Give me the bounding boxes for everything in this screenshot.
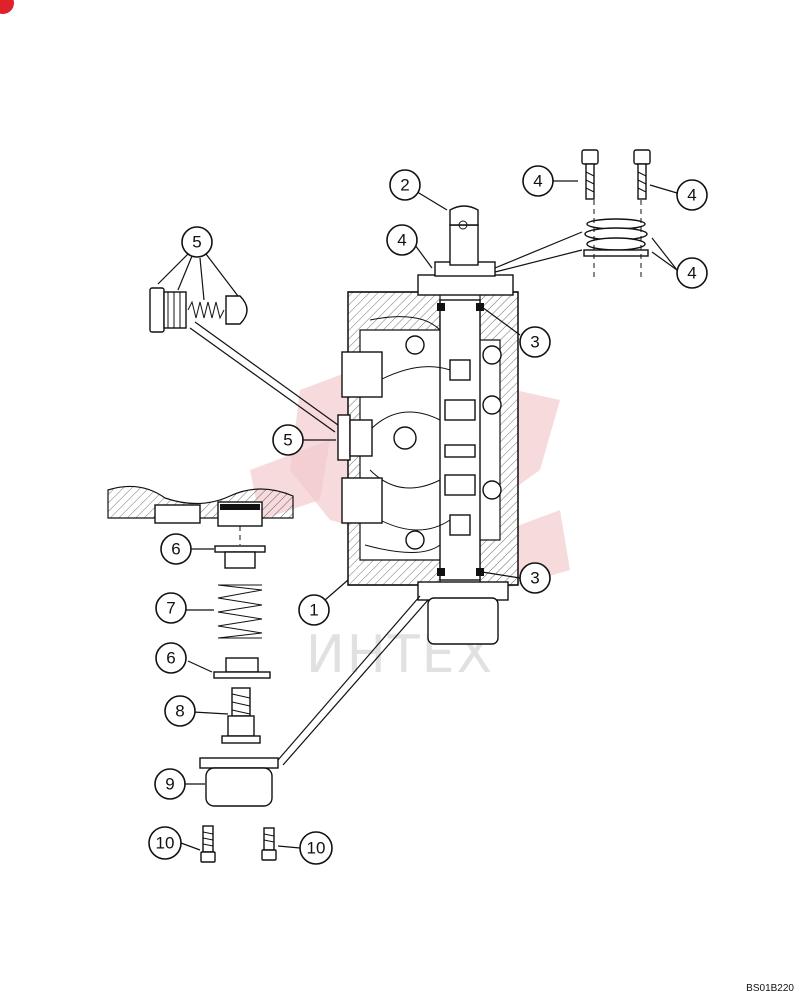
callout-2: 2: [389, 169, 421, 201]
callout-6-bottom: 6: [155, 642, 187, 674]
callout-10-left: 10: [148, 826, 182, 860]
valve-body: [337, 291, 519, 586]
screw-bottom-right: [261, 827, 277, 861]
callout-7: 7: [155, 592, 187, 624]
callout-4-screw-right: 4: [676, 179, 708, 211]
callout-1: 1: [298, 594, 330, 626]
svg-text:10: 10: [156, 834, 175, 853]
svg-text:2: 2: [400, 176, 409, 195]
svg-text:4: 4: [397, 231, 406, 250]
screw-top-right: [633, 149, 651, 200]
leader-lines: [157, 180, 678, 851]
end-cap: [199, 757, 279, 807]
screw-top-left: [581, 149, 599, 200]
callout-5-exploded: 5: [181, 226, 213, 258]
callout-4-boot-left: 4: [386, 224, 418, 256]
svg-text:6: 6: [171, 540, 180, 559]
svg-text:5: 5: [192, 233, 201, 252]
spring: [217, 584, 263, 639]
callout-4-screw-left: 4: [522, 165, 554, 197]
callout-4-boot-right: 4: [676, 257, 708, 289]
check-valve-plug: [149, 287, 248, 333]
callout-5-assembled: 5: [272, 424, 304, 456]
boot-seal: [583, 200, 649, 280]
drawing-code: BS01B220: [746, 983, 794, 994]
washer-top: [214, 545, 266, 569]
svg-text:8: 8: [175, 702, 184, 721]
svg-text:10: 10: [307, 839, 326, 858]
svg-text:4: 4: [687, 264, 696, 283]
washer-bottom: [213, 657, 271, 679]
bottom-cap: [417, 581, 509, 645]
callout-3-top: 3: [519, 326, 551, 358]
adjusting-bolt: [221, 687, 261, 744]
plunger-top: [417, 205, 514, 296]
svg-text:3: 3: [530, 569, 539, 588]
callout-8: 8: [164, 695, 196, 727]
svg-text:5: 5: [283, 431, 292, 450]
housing-section: [107, 485, 294, 545]
svg-text:4: 4: [533, 172, 542, 191]
corner-badge: [0, 0, 14, 14]
callout-6-top: 6: [160, 533, 192, 565]
svg-text:7: 7: [166, 599, 175, 618]
svg-text:1: 1: [309, 601, 318, 620]
svg-text:9: 9: [165, 775, 174, 794]
svg-text:3: 3: [530, 333, 539, 352]
callout-9: 9: [154, 768, 186, 800]
svg-text:6: 6: [166, 649, 175, 668]
callout-10-right: 10: [299, 831, 333, 865]
screw-bottom-left: [200, 825, 216, 863]
callout-3-bottom: 3: [519, 562, 551, 594]
svg-text:4: 4: [687, 186, 696, 205]
